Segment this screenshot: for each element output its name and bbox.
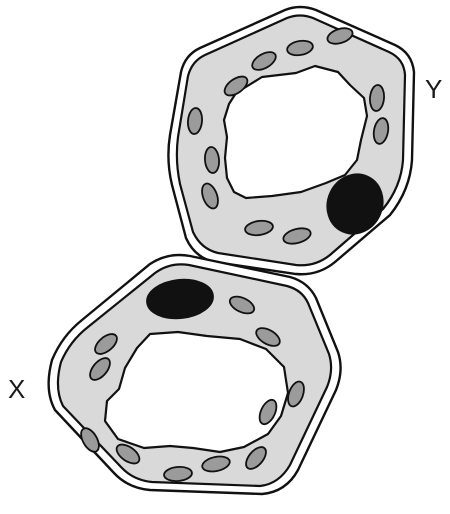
cell-y: Y [168,7,442,274]
label-y: Y [425,74,442,104]
cell-x: X [8,255,341,494]
label-x: X [8,374,25,404]
